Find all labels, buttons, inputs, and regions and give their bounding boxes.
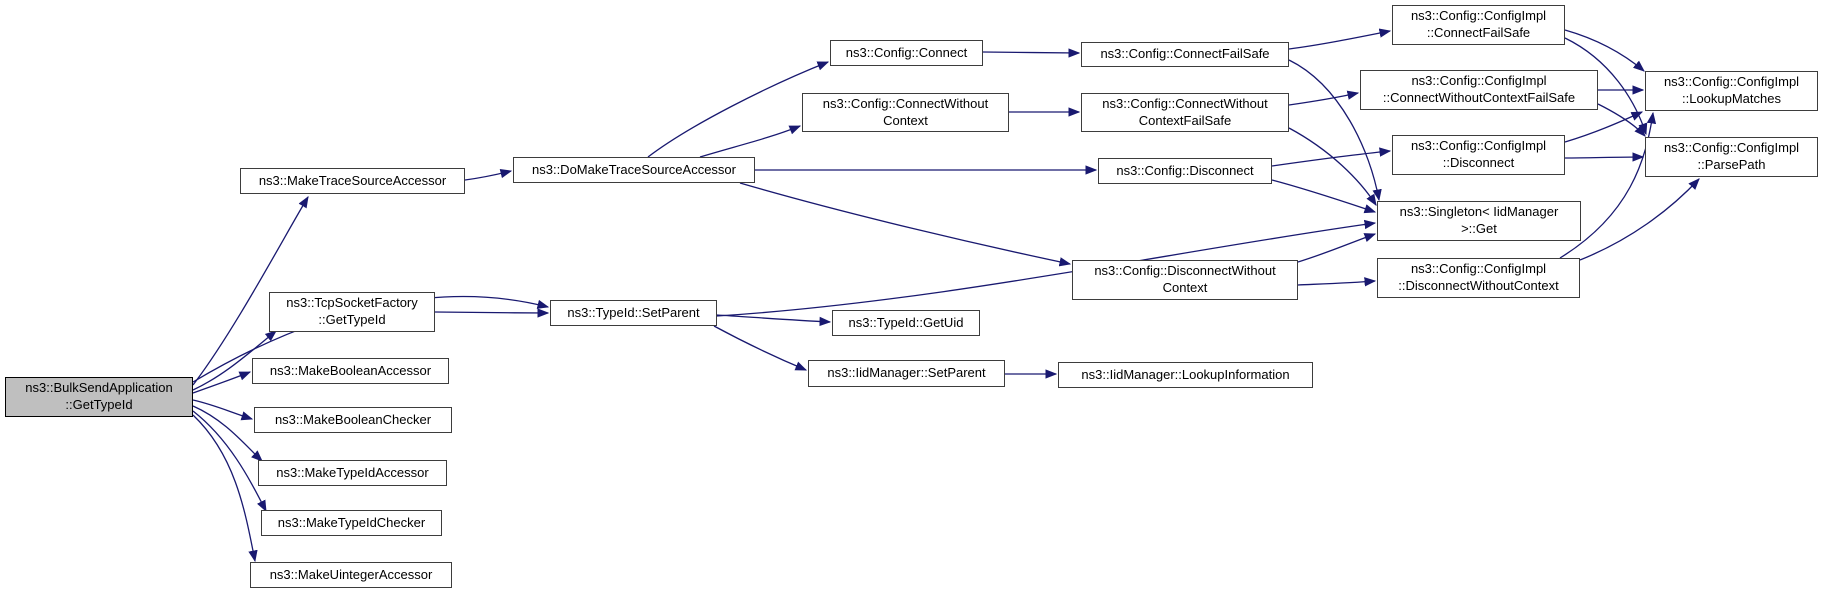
edge-set_parent-singleton <box>716 219 1377 317</box>
graph-node-lookup[interactable]: ns3::Config::ConfigImpl ::LookupMatches <box>1645 71 1818 111</box>
graph-node-mba[interactable]: ns3::MakeBooleanAccessor <box>252 358 449 384</box>
edge-cfs-singleton <box>1288 59 1382 202</box>
edge-bulksend-mtc <box>192 410 267 513</box>
graph-node-bulksend[interactable]: ns3::BulkSendApplication ::GetTypeId <box>5 377 193 417</box>
graph-node-mtc[interactable]: ns3::MakeTypeIdChecker <box>261 510 442 536</box>
edge-do_make-dwc <box>739 182 1072 267</box>
edge-impl_disc-lookup <box>1564 111 1644 143</box>
graph-node-mua[interactable]: ns3::MakeUintegerAccessor <box>250 562 452 588</box>
edge-make_trace-do_make <box>464 169 513 181</box>
edge-dwc-impl_dwc <box>1297 277 1377 287</box>
edge-cfs-impl_cfs <box>1288 28 1392 50</box>
edge-impl_disc-parse <box>1564 152 1645 162</box>
edge-impl_dwc-parse <box>1579 178 1700 261</box>
graph-node-tcp[interactable]: ns3::TcpSocketFactory ::GetTypeId <box>269 292 435 332</box>
edge-bulksend-make_trace <box>192 195 309 386</box>
edge-impl_cfs-parse <box>1564 37 1648 136</box>
graph-node-set_parent[interactable]: ns3::TypeId::SetParent <box>550 300 717 326</box>
edge-bulksend-mta <box>192 405 263 462</box>
edge-do_make-connect <box>647 61 830 158</box>
graph-node-cwc[interactable]: ns3::Config::ConnectWithout Context <box>802 93 1009 132</box>
edge-impl_dwc-lookup <box>1559 111 1657 259</box>
graph-node-impl_dwc[interactable]: ns3::Config::ConfigImpl ::DisconnectWith… <box>1377 258 1580 298</box>
graph-node-impl_disc[interactable]: ns3::Config::ConfigImpl ::Disconnect <box>1392 135 1565 175</box>
graph-node-singleton[interactable]: ns3::Singleton< IidManager >::Get <box>1377 201 1581 241</box>
graph-node-connect[interactable]: ns3::Config::Connect <box>830 40 983 66</box>
graph-node-cfs[interactable]: ns3::Config::ConnectFailSafe <box>1081 42 1289 67</box>
graph-node-dwc[interactable]: ns3::Config::DisconnectWithout Context <box>1072 260 1298 300</box>
graph-node-mta[interactable]: ns3::MakeTypeIdAccessor <box>258 460 447 486</box>
edge-tcp-set_parent <box>434 308 550 318</box>
graph-node-do_make[interactable]: ns3::DoMakeTraceSourceAccessor <box>513 157 755 183</box>
edge-cwcfs-singleton <box>1288 127 1377 206</box>
edge-bulksend-mua <box>192 414 258 563</box>
graph-node-disconnect[interactable]: ns3::Config::Disconnect <box>1098 158 1272 184</box>
edge-bulksend-mba <box>192 371 252 394</box>
graph-node-iid_li[interactable]: ns3::IidManager::LookupInformation <box>1058 362 1313 388</box>
edge-disconnect-impl_disc <box>1271 147 1392 167</box>
edge-cwcfs-impl_cwcfs <box>1288 90 1360 106</box>
edge-set_parent-get_uid <box>716 314 832 327</box>
graph-node-cwcfs[interactable]: ns3::Config::ConnectWithout ContextFailS… <box>1081 93 1289 132</box>
edge-dwc-singleton <box>1297 233 1377 263</box>
graph-node-iid_sp[interactable]: ns3::IidManager::SetParent <box>808 360 1005 387</box>
graph-node-impl_cwcfs[interactable]: ns3::Config::ConfigImpl ::ConnectWithout… <box>1360 70 1598 110</box>
edge-set_parent-iid_sp <box>713 325 808 371</box>
graph-node-parse[interactable]: ns3::Config::ConfigImpl ::ParsePath <box>1645 137 1818 177</box>
edge-impl_cwcfs-parse <box>1597 103 1646 137</box>
graph-node-get_uid[interactable]: ns3::TypeId::GetUid <box>832 310 980 336</box>
graph-node-mbc[interactable]: ns3::MakeBooleanChecker <box>254 407 452 433</box>
edge-impl_cfs-lookup <box>1564 29 1645 72</box>
edge-disconnect-singleton <box>1271 179 1377 214</box>
graph-node-impl_cfs[interactable]: ns3::Config::ConfigImpl ::ConnectFailSaf… <box>1392 5 1565 45</box>
graph-node-make_trace[interactable]: ns3::MakeTraceSourceAccessor <box>240 168 465 194</box>
edge-bulksend-mbc <box>192 399 254 421</box>
edge-connect-cfs <box>982 48 1081 58</box>
edge-do_make-cwc <box>699 125 802 158</box>
edge-bulksend-tcp <box>192 330 277 391</box>
